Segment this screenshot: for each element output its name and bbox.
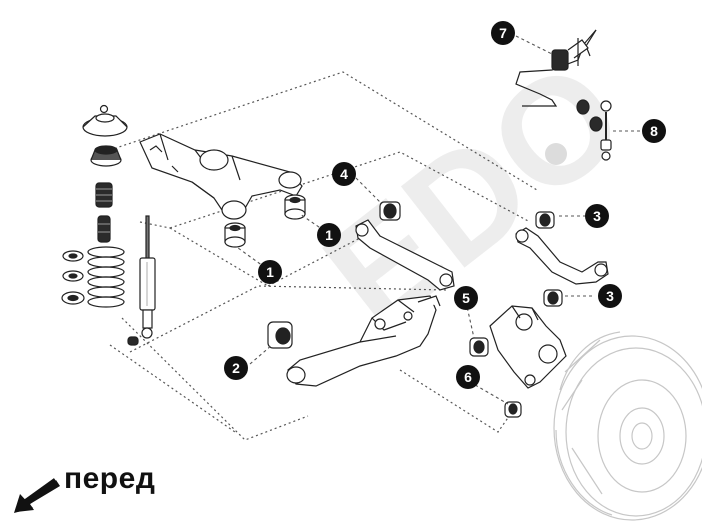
watermark: EDO — [294, 28, 654, 361]
wheel — [553, 331, 702, 521]
callout-5-label: 5 — [462, 290, 470, 306]
callout-4: 4 — [332, 162, 356, 186]
watermark-dot — [545, 143, 567, 165]
callout-2: 2 — [224, 356, 248, 380]
callout-6-label: 6 — [464, 369, 472, 385]
bushing-5 — [469, 337, 489, 357]
bushing-1-upper — [284, 194, 306, 220]
callout-4-label: 4 — [340, 166, 348, 182]
hub-carrier — [489, 305, 567, 389]
front-arrow-icon — [14, 478, 60, 513]
callout-3a: 3 — [585, 204, 609, 228]
callout-7: 7 — [491, 21, 515, 45]
strut-assembly — [61, 104, 156, 346]
bushing-4 — [379, 201, 401, 221]
subframe — [139, 133, 303, 220]
bushing-2 — [267, 321, 293, 349]
callout-1a: 1 — [258, 260, 282, 284]
callout-8: 8 — [642, 119, 666, 143]
callout-3b-label: 3 — [606, 288, 614, 304]
watermark-text: EDO — [294, 28, 654, 361]
front-direction-label: перед — [64, 462, 156, 495]
callout-1a-label: 1 — [266, 264, 274, 280]
callout-5: 5 — [454, 286, 478, 310]
callout-1b: 1 — [317, 223, 341, 247]
upper-arm-3 — [515, 227, 609, 285]
bushing-1-lower — [224, 222, 246, 248]
control-arm-4 — [355, 219, 455, 291]
callout-1b-label: 1 — [325, 227, 333, 243]
callout-7-label: 7 — [499, 25, 507, 41]
callout-6: 6 — [456, 365, 480, 389]
callout-3b: 3 — [598, 284, 622, 308]
bushing-3-upper — [535, 211, 555, 229]
callout-8-label: 8 — [650, 123, 658, 139]
callout-2-label: 2 — [232, 360, 240, 376]
bushing-6 — [504, 401, 522, 418]
lower-wishbone — [286, 295, 441, 387]
stabilizer-link — [576, 99, 612, 161]
bushing-3-lower — [543, 289, 563, 307]
callout-3a-label: 3 — [593, 208, 601, 224]
stabilizer-clamp — [551, 38, 589, 71]
